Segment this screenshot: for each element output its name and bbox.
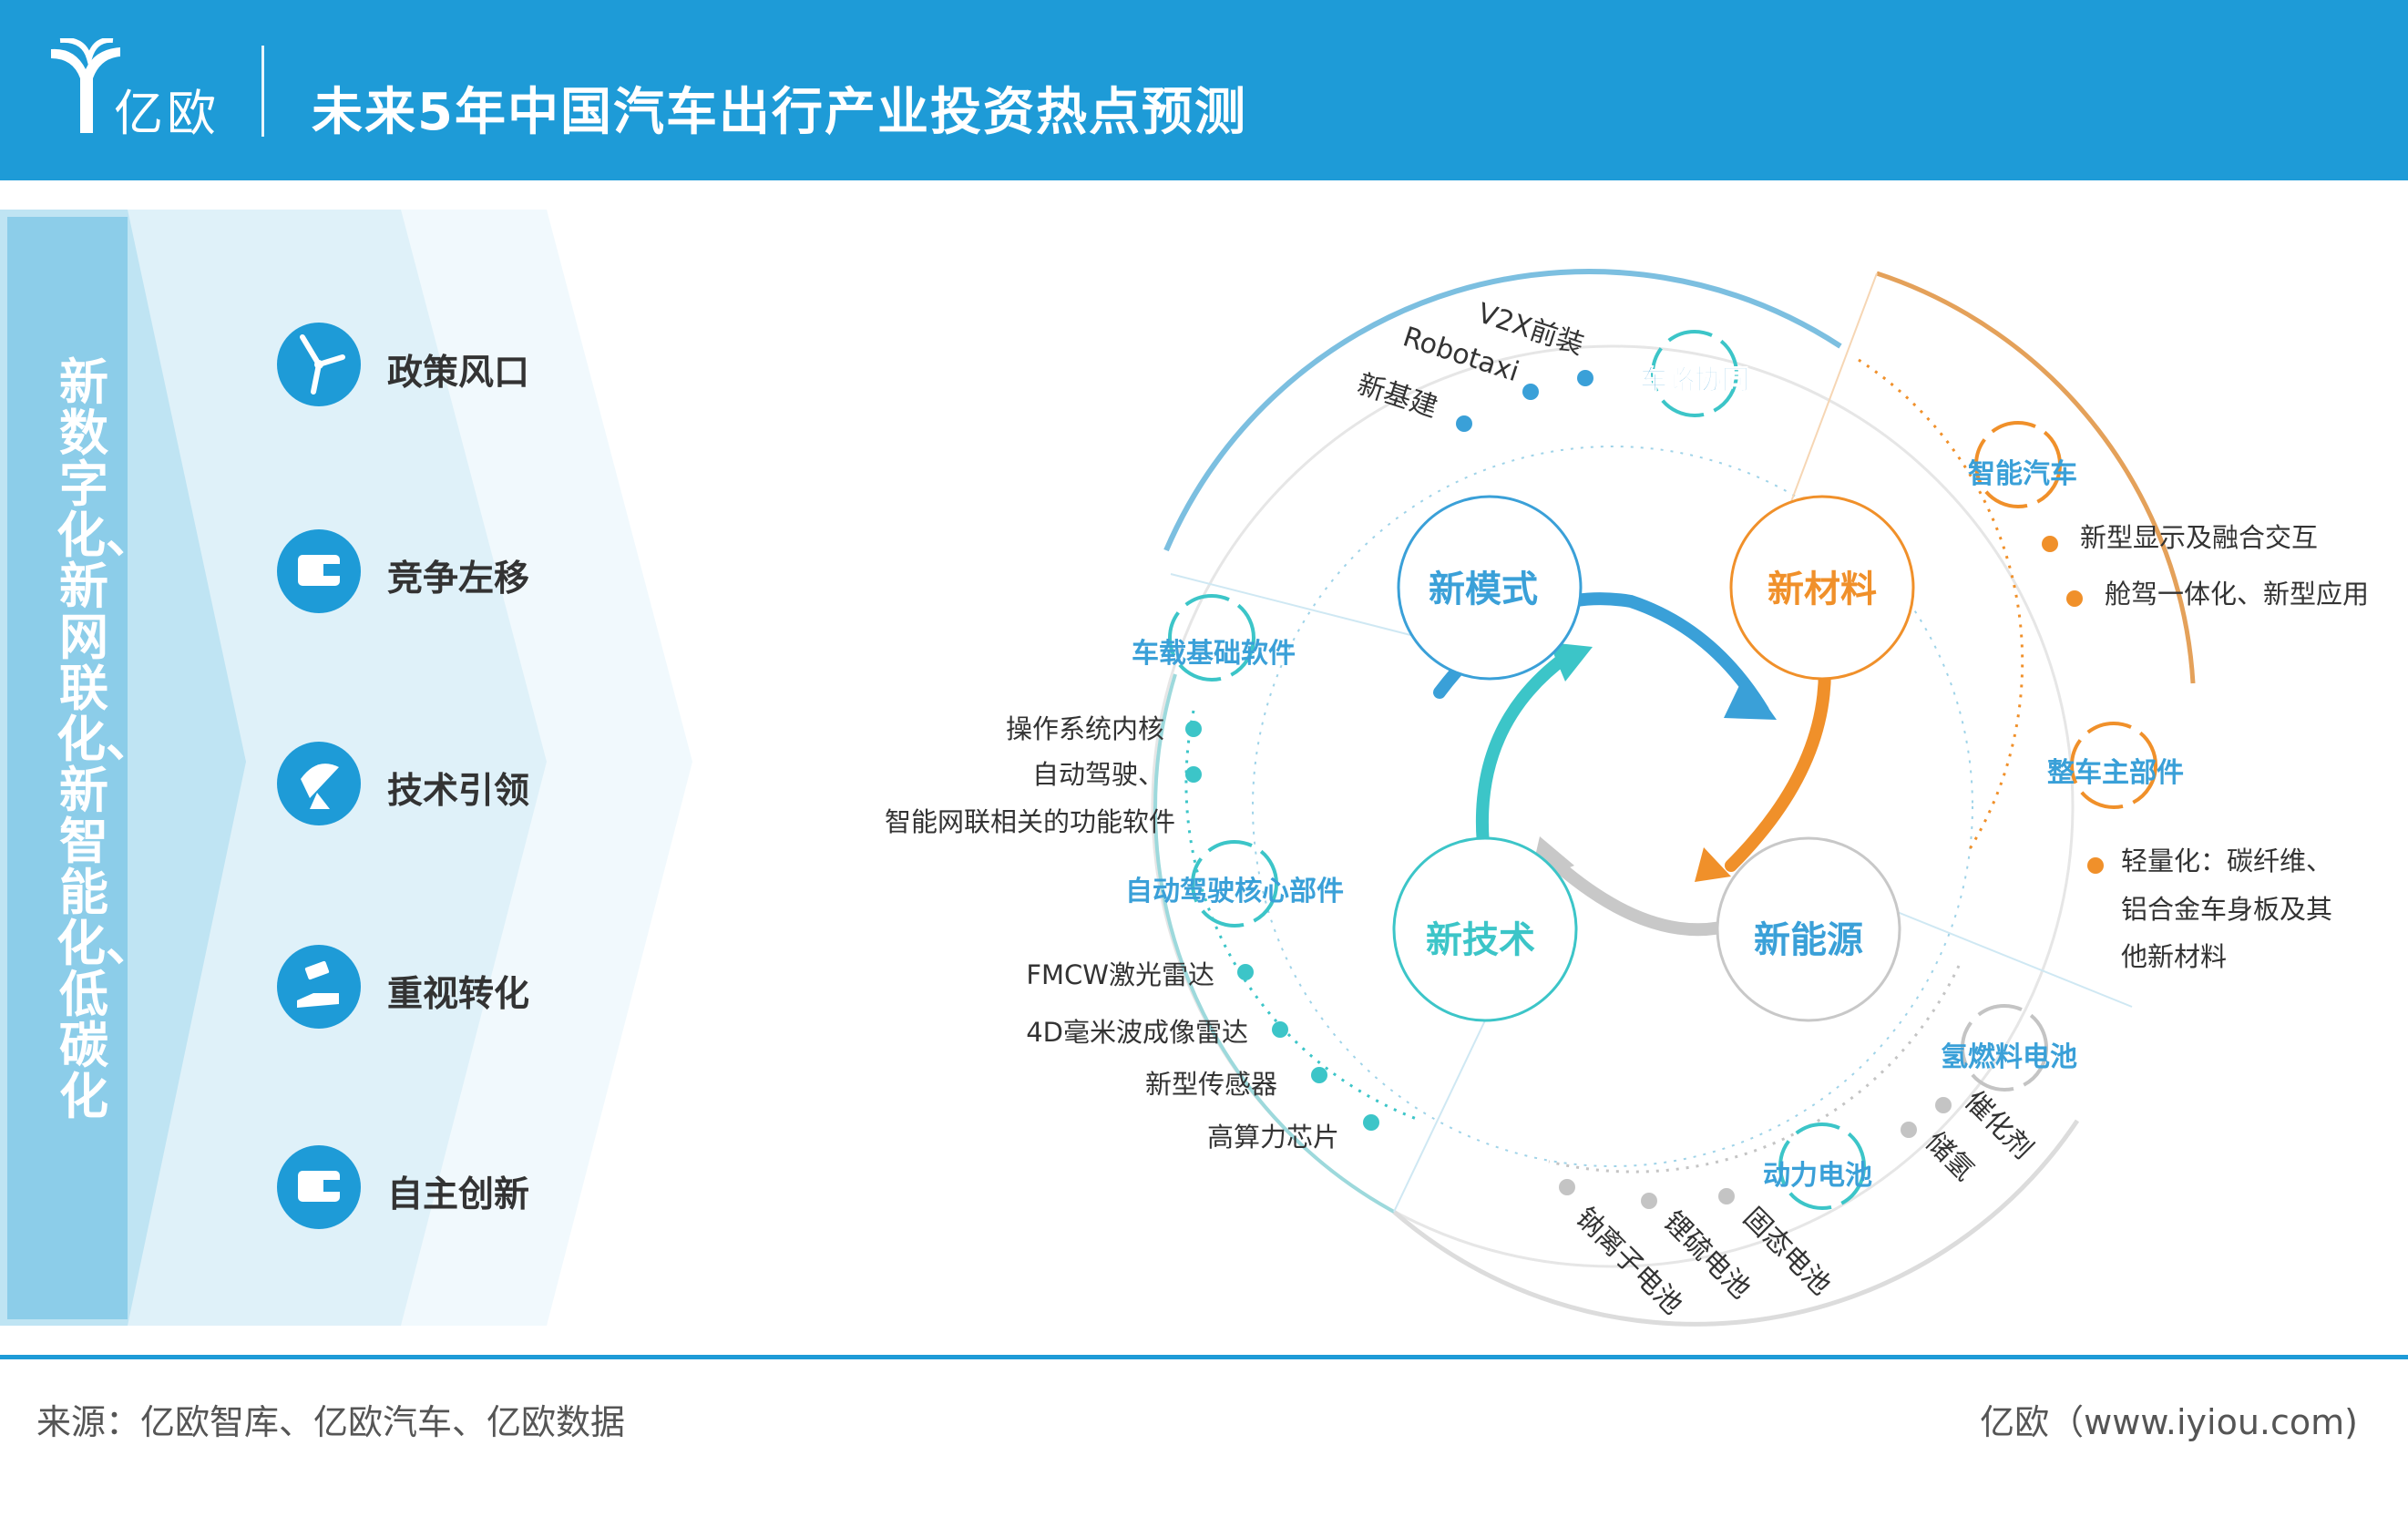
category-power-battery: 动力电池 xyxy=(1763,1160,1872,1192)
arrow-orange xyxy=(1695,847,1731,882)
left-item-conversion: 重视转化 xyxy=(387,974,530,1015)
item-fmcw: FMCW激光雷达 xyxy=(1026,959,1214,990)
dot-sensor xyxy=(1311,1067,1327,1083)
hand-money-icon xyxy=(277,945,361,1029)
wallet-icon xyxy=(277,529,361,613)
dot-cockpit xyxy=(2066,590,2083,607)
page-title: 未来5年中国汽车出行产业投资热点预测 xyxy=(312,83,1247,142)
item-lightweight-1: 轻量化：碳纤维、 xyxy=(2121,846,2332,876)
windmill-icon xyxy=(277,323,361,406)
outer-arc-teal xyxy=(1153,673,1395,1214)
divider-ne xyxy=(1780,272,1878,529)
divider-nw xyxy=(1170,573,1422,639)
satellite-dish-icon xyxy=(277,742,361,825)
outer-ring xyxy=(1151,344,2075,1268)
item-autodrive: 自动驾驶、 xyxy=(1032,759,1164,790)
dot-li-s xyxy=(1641,1193,1657,1209)
dot-autodrive xyxy=(1185,766,1202,783)
dot-hydrogen-storage xyxy=(1901,1122,1917,1138)
item-radar-4d: 4D毫米波成像雷达 xyxy=(1026,1017,1248,1048)
dot-v2x xyxy=(1577,370,1593,386)
arrow-teal xyxy=(1549,642,1593,682)
emblem-base-software xyxy=(1168,594,1255,682)
item-cockpit: 舱驾一体化、新型应用 xyxy=(2105,579,2369,610)
item-hydrogen-storage: 储氢 xyxy=(1919,1126,1980,1187)
node-circle-new-material xyxy=(1729,495,1915,681)
logo-text: 亿欧 xyxy=(114,85,220,142)
node-circle-new-model xyxy=(1397,495,1583,681)
source-text: 来源：亿欧智库、亿欧汽车、亿欧数据 xyxy=(36,1402,626,1442)
dot-chip xyxy=(1363,1114,1379,1131)
arc-teal xyxy=(1475,650,1573,867)
item-ic-software: 智能网联相关的功能软件 xyxy=(885,806,1175,837)
left-item-innovation: 自主创新 xyxy=(387,1174,530,1215)
category-hydrogen: 氢燃料电池 xyxy=(1941,1041,2077,1073)
dot-solid-state xyxy=(1718,1188,1735,1204)
category-base-software: 车载基础软件 xyxy=(1132,638,1296,670)
emblem-smart-car xyxy=(1974,421,2062,508)
emblem-vehicle-road xyxy=(1651,330,1738,417)
item-chip: 高算力芯片 xyxy=(1207,1122,1339,1153)
emblem-oem xyxy=(2070,722,2157,809)
yiou-logo xyxy=(51,38,120,133)
site-text: 亿欧（www.iyiou.com) xyxy=(1980,1402,2358,1442)
item-os-kernel: 操作系统内核 xyxy=(1006,713,1164,744)
wallet-icon xyxy=(277,1145,361,1229)
inner-teal-dots xyxy=(1184,710,1422,1122)
dot-catalyst xyxy=(1935,1097,1952,1113)
outer-arc-blue xyxy=(1163,268,1842,552)
emblem-hydrogen xyxy=(1961,1004,2048,1092)
dot-display xyxy=(2042,536,2058,552)
dot-fmcw xyxy=(1237,964,1254,980)
label-new-energy: 新能源 xyxy=(1754,919,1863,961)
dot-os xyxy=(1185,721,1202,737)
category-oem-parts: 整车主部件 xyxy=(2047,757,2184,789)
outer-arc-orange xyxy=(1876,271,2196,684)
label-new-material: 新材料 xyxy=(1768,569,1877,610)
outer-arc-gray xyxy=(1392,1119,2080,1327)
header-bar xyxy=(0,0,2408,180)
category-adas-core: 自动驾驶核心部件 xyxy=(1125,876,1344,907)
item-display: 新型显示及融合交互 xyxy=(2080,522,2318,553)
inner-dotted-ring xyxy=(1252,446,1973,1167)
item-lightweight-2: 铝合金车身板及其 xyxy=(2121,894,2332,925)
dot-robotaxi xyxy=(1522,384,1539,400)
footer-divider xyxy=(0,1355,2408,1359)
left-item-policy: 政策风口 xyxy=(387,353,530,394)
arrow-blue xyxy=(1724,674,1777,720)
left-item-competition: 竞争左移 xyxy=(387,559,530,600)
category-vehicle-road: 车路协同 xyxy=(1640,364,1749,396)
vertical-title: 新数字化、新网联化、新智能化、低碳化 xyxy=(56,354,155,1125)
vertical-title-bar xyxy=(7,217,128,1319)
item-lightweight-3: 他新材料 xyxy=(2121,941,2227,972)
emblem-power-battery xyxy=(1778,1122,1866,1210)
label-new-model: 新模式 xyxy=(1429,569,1538,610)
item-new-infra: 新基建 xyxy=(1354,368,1441,424)
dot-radar xyxy=(1272,1021,1288,1038)
left-item-technology: 技术引领 xyxy=(387,771,530,812)
node-circle-new-tech xyxy=(1392,836,1578,1022)
dot-lightweight xyxy=(2087,857,2104,874)
emblem-adas xyxy=(1191,840,1278,928)
dot-na-ion xyxy=(1559,1179,1575,1195)
divider-se xyxy=(1894,910,2133,1008)
node-circle-new-energy xyxy=(1716,836,1901,1022)
header-divider xyxy=(261,46,264,137)
dot-new-infra xyxy=(1456,415,1472,432)
divider-sw xyxy=(1393,1020,1486,1213)
category-smart-car: 智能汽车 xyxy=(1968,458,2077,490)
label-new-tech: 新技术 xyxy=(1426,919,1535,961)
item-sensor: 新型传感器 xyxy=(1145,1069,1277,1100)
inner-gray-dots xyxy=(1548,965,1961,1174)
